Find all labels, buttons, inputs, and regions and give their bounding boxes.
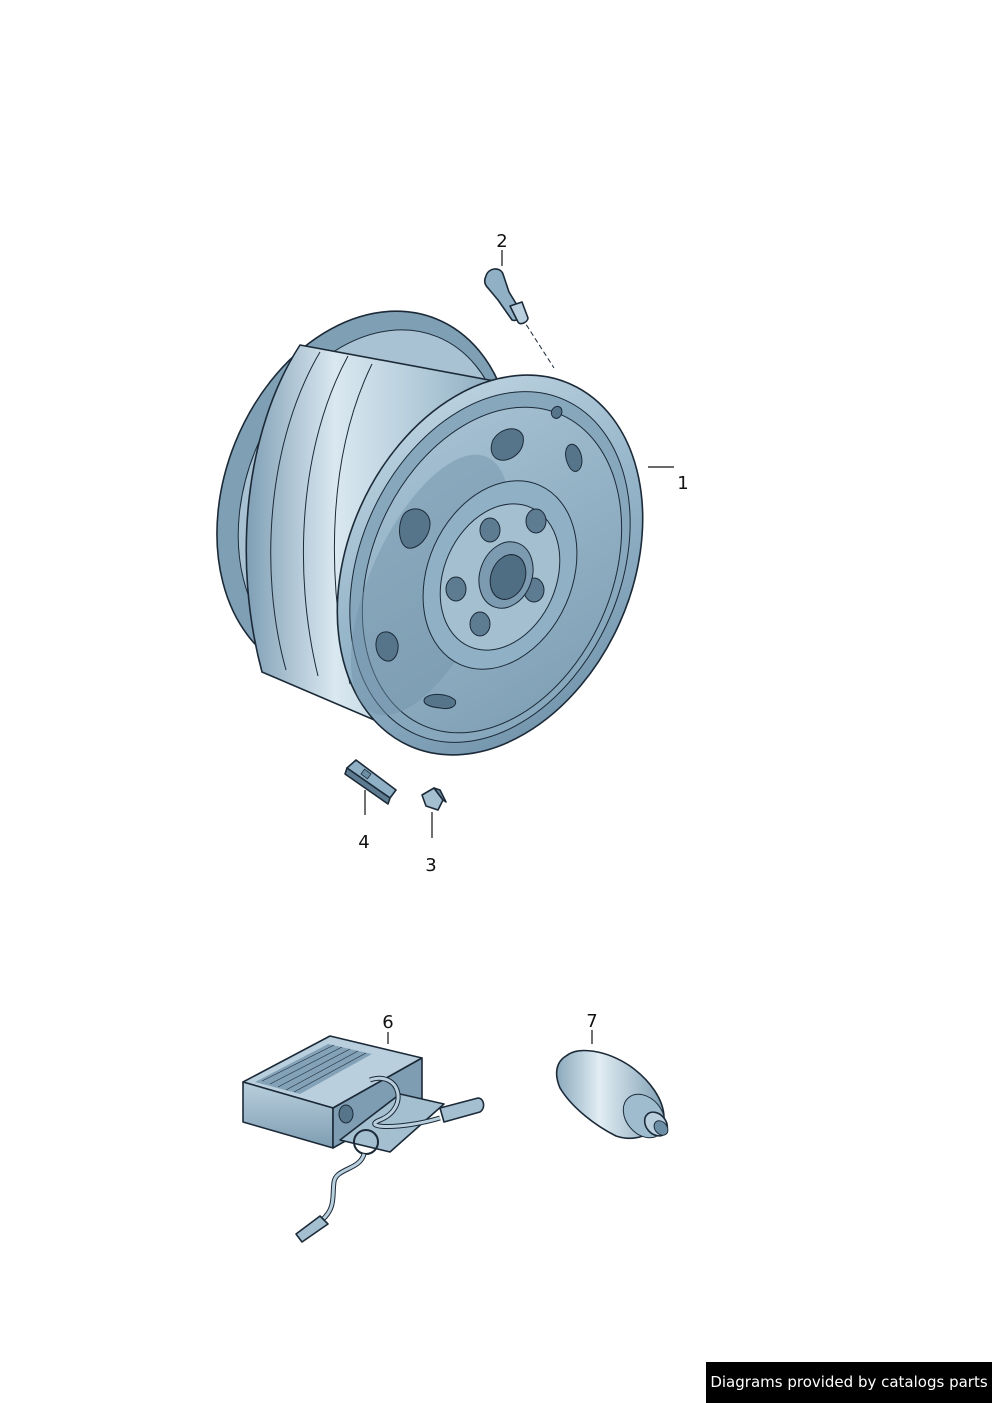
lug-hole bbox=[445, 576, 467, 602]
connector-plug-right bbox=[439, 1097, 485, 1123]
valve-stem bbox=[509, 301, 529, 325]
lug-holes bbox=[445, 508, 547, 637]
callout-6: 6 bbox=[382, 1012, 393, 1033]
adhesive-weight-segment bbox=[360, 768, 372, 780]
clip-on-balance-weight-drawing bbox=[421, 787, 447, 811]
control-unit-side bbox=[332, 1057, 423, 1149]
vent-hole bbox=[423, 693, 457, 709]
center-bore bbox=[489, 554, 527, 600]
bottle-cap bbox=[653, 1120, 669, 1136]
mounting-bracket bbox=[339, 1093, 445, 1153]
antenna-cable-right-core bbox=[369, 1076, 441, 1128]
lug-hole bbox=[469, 611, 491, 637]
callout-3: 3 bbox=[425, 855, 436, 876]
lug-hole bbox=[525, 508, 547, 534]
clip-weight-clip bbox=[433, 787, 447, 803]
valve-hole bbox=[550, 405, 563, 419]
adhesive-balance-weight-drawing bbox=[344, 759, 397, 805]
callout-7: 7 bbox=[586, 1011, 597, 1032]
callout-4: 4 bbox=[358, 832, 369, 853]
vent-grid bbox=[261, 1044, 367, 1093]
lug-hole bbox=[479, 517, 501, 543]
steel-wheel-rim-drawing bbox=[216, 310, 644, 756]
callout-2: 2 bbox=[496, 231, 507, 252]
callout-1: 1 bbox=[677, 473, 688, 494]
adhesive-weight-side bbox=[344, 767, 391, 805]
sealant-bottle-drawing bbox=[555, 1049, 669, 1140]
vent-hole bbox=[565, 443, 583, 472]
connector-plug-bottom bbox=[295, 1215, 329, 1243]
rim-vent-holes bbox=[375, 405, 583, 709]
rim-barrel-groove-1 bbox=[270, 351, 321, 671]
vent-hole bbox=[399, 508, 431, 549]
cable-loop bbox=[353, 1129, 379, 1155]
vent-hole bbox=[375, 631, 399, 662]
control-unit-vents bbox=[255, 1044, 372, 1094]
rim-barrel-groove-2 bbox=[302, 355, 349, 677]
tire-valve-drawing bbox=[483, 268, 555, 369]
credit-banner: Diagrams provided by catalogs parts bbox=[706, 1362, 992, 1403]
tire-pressure-control-unit-drawing bbox=[242, 1035, 485, 1243]
valve-install-line bbox=[521, 317, 555, 369]
antenna-cable-down-core bbox=[320, 1153, 366, 1222]
vent-hole bbox=[490, 428, 524, 461]
credit-text: Diagrams provided by catalogs parts bbox=[710, 1373, 988, 1391]
control-unit-connector bbox=[338, 1104, 354, 1124]
